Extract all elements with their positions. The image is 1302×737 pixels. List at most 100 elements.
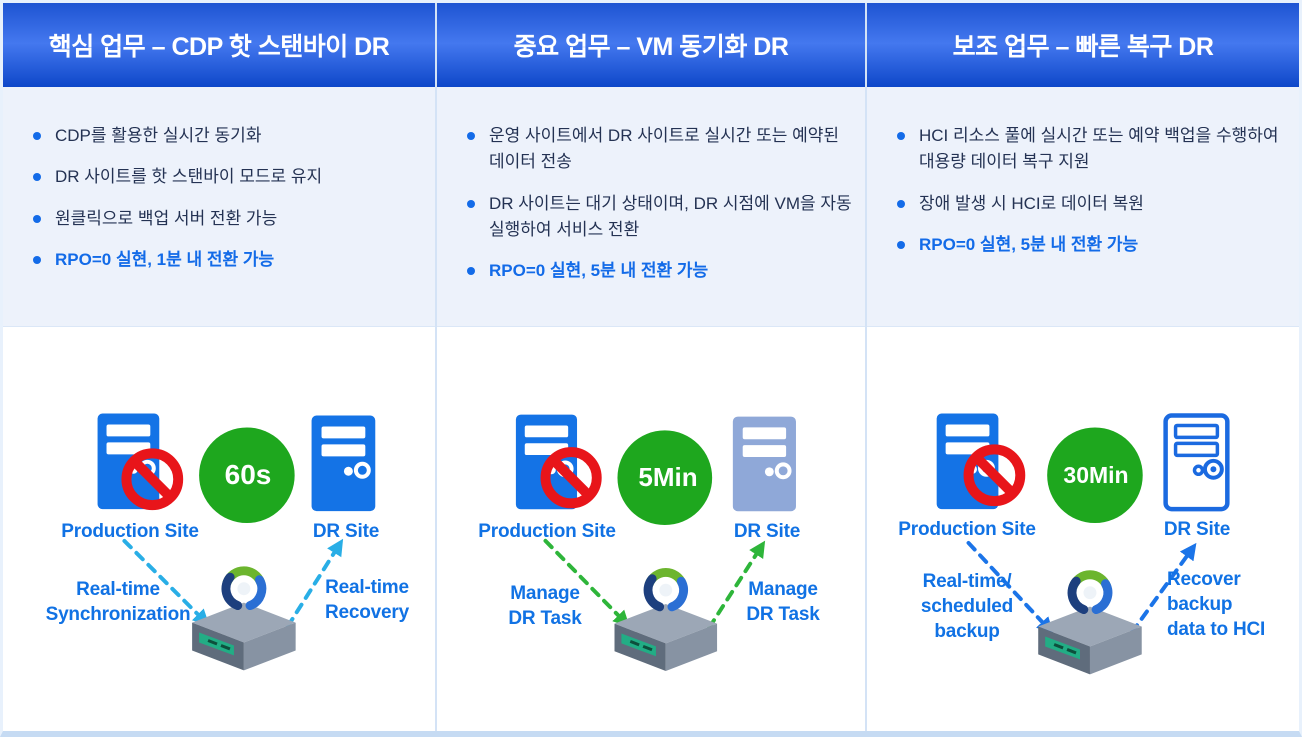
bullet-text: HCI 리소스 풀에 실시간 또는 예약 백업을 수행하여 대용량 데이터 복구… — [919, 126, 1279, 172]
bullet-dot-icon — [33, 132, 41, 140]
bullet-text: CDP를 활용한 실시간 동기화 — [55, 126, 262, 145]
bullet-dot-icon — [897, 241, 905, 250]
column-header-title: 보조 업무 – 빠른 복구 DR — [952, 33, 1214, 61]
column-header-title: 중요 업무 – VM 동기화 DR — [513, 33, 789, 61]
diagram-scene — [97, 413, 376, 671]
label-line: DR Task — [746, 604, 820, 626]
rto-badge-circle — [1047, 427, 1143, 524]
bullet-list: 운영 사이트에서 DR 사이트로 실시간 또는 예약된 데이터 전송 DR 사이… — [437, 87, 865, 327]
rto-badge-circle — [617, 430, 713, 526]
bullet-dot-icon — [33, 256, 41, 265]
rto-badge-text: 5Min — [638, 461, 698, 492]
bullet-text: DR 사이트는 대기 상태이며, DR 시점에 VM을 자동 실행하여 서비스 … — [489, 193, 852, 240]
left-dashed-arrow — [543, 538, 630, 628]
production-site-label: Production Site — [898, 519, 1036, 540]
label-line: backup — [1167, 594, 1233, 616]
bullet-item-highlight: RPO=0 실현, 1분 내 전환 가능 — [31, 247, 425, 273]
bullet-item: DR 사이트를 핫 스탠바이 모드로 유지 — [31, 164, 425, 190]
label-line: backup — [934, 621, 1000, 643]
dr-site-label: DR Site — [733, 521, 801, 542]
column-header-title: 핵심 업무 – CDP 핫 스탠바이 DR — [48, 33, 390, 61]
bullet-item: 원클릭으로 백업 서버 전환 가능 — [31, 206, 425, 232]
left-arrow-label: Real-time/ scheduled backup — [867, 569, 1067, 644]
right-dashed-arrow — [285, 538, 344, 629]
ban-icon — [540, 447, 602, 509]
bullet-list: CDP를 활용한 실시간 동기화 DR 사이트를 핫 스탠바이 모드로 유지 원… — [3, 87, 435, 327]
rto-badge-text: 60s — [224, 459, 272, 490]
diagram-area: 60s Production Site DR Site Real-time Sy… — [3, 327, 435, 731]
rto-badge-text: 30Min — [1063, 461, 1129, 488]
dr-server-icon — [311, 415, 376, 512]
bullet-dot-icon — [33, 214, 41, 223]
left-arrow-label: Real-time Synchronization — [8, 577, 228, 627]
bullet-dot-icon — [897, 132, 905, 140]
bullet-text: 장애 발생 시 HCI로 데이터 복원 — [919, 193, 1144, 213]
production-site-label: Production Site — [61, 521, 199, 542]
bullet-dot-icon — [467, 199, 475, 208]
right-arrow-label: Real-time Recovery — [287, 575, 435, 625]
label-line: Real-time — [76, 579, 160, 600]
column-fast-recovery: 보조 업무 – 빠른 복구 DR HCI 리소스 풀에 실시간 또는 예약 백업… — [867, 3, 1299, 731]
bullet-text: 원클릭으로 백업 서버 전환 가능 — [55, 208, 278, 228]
bullet-list: HCI 리소스 풀에 실시간 또는 예약 백업을 수행하여 대용량 데이터 복구… — [867, 87, 1299, 327]
column-header: 보조 업무 – 빠른 복구 DR — [867, 3, 1299, 87]
production-site-label: Production Site — [478, 521, 616, 542]
bullet-dot-icon — [467, 132, 475, 140]
right-arrow-label: Recover backup data to HCI — [1167, 567, 1299, 642]
right-arrow-label: Manage DR Task — [703, 577, 863, 627]
bullet-dot-icon — [897, 199, 905, 208]
bullet-item: HCI 리소스 풀에 실시간 또는 예약 백업을 수행하여 대용량 데이터 복구… — [895, 123, 1289, 176]
bullet-text: 운영 사이트에서 DR 사이트로 실시간 또는 예약된 데이터 전송 — [489, 126, 840, 172]
sync-logo-icon — [643, 568, 688, 612]
sync-logo-icon — [1067, 570, 1113, 615]
bullet-item-highlight: RPO=0 실현, 5분 내 전환 가능 — [895, 232, 1289, 258]
label-line: Real-time/ — [922, 571, 1012, 592]
label-line: DR Task — [508, 608, 582, 630]
left-arrow-label: Manage DR Task — [445, 581, 645, 631]
dr-server-icon — [1163, 413, 1230, 512]
bullet-dot-icon — [467, 267, 475, 276]
column-cdp-hot-standby: 핵심 업무 – CDP 핫 스탠바이 DR CDP를 활용한 실시간 동기화 D… — [3, 3, 435, 731]
bullet-item: DR 사이트는 대기 상태이며, DR 시점에 VM을 자동 실행하여 서비스 … — [465, 191, 855, 244]
diagram-area: 5Min Production Site DR Site Manage DR T… — [437, 327, 865, 731]
bullet-item: 장애 발생 시 HCI로 데이터 복원 — [895, 191, 1289, 217]
diagram-area: 30Min Production Site DR Site Real-time/… — [867, 327, 1299, 731]
bullet-item: CDP를 활용한 실시간 동기화 — [31, 123, 425, 149]
column-header: 중요 업무 – VM 동기화 DR — [437, 3, 865, 87]
left-dashed-arrow — [966, 540, 1054, 635]
rto-badge: 60s — [200, 427, 296, 523]
label-line: Recover — [1167, 569, 1241, 590]
label-line: Recovery — [325, 602, 409, 624]
diagram-scene — [515, 414, 796, 672]
bullet-dot-icon — [33, 173, 41, 182]
backup-appliance-icon — [192, 566, 296, 671]
left-dashed-arrow — [122, 538, 210, 627]
right-dashed-arrow — [1129, 542, 1197, 635]
rto-badge-circle — [199, 427, 295, 524]
bullet-text: RPO=0 실현, 1분 내 전환 가능 — [55, 250, 275, 270]
label-line: Real-time — [325, 577, 409, 598]
column-header: 핵심 업무 – CDP 핫 스탠바이 DR — [3, 3, 435, 87]
dr-server-icon — [732, 416, 796, 512]
right-dashed-arrow — [707, 540, 766, 630]
label-line: data to HCI — [1167, 619, 1266, 641]
label-line: scheduled — [920, 596, 1014, 618]
dr-site-label: DR Site — [312, 521, 380, 542]
label-line: Manage — [748, 579, 818, 600]
sync-logo-icon — [221, 566, 267, 611]
ban-icon — [121, 448, 184, 511]
column-vm-sync: 중요 업무 – VM 동기화 DR 운영 사이트에서 DR 사이트로 실시간 또… — [435, 3, 867, 731]
bullet-item-highlight: RPO=0 실현, 5분 내 전환 가능 — [465, 258, 855, 284]
bullet-text: RPO=0 실현, 5분 내 전환 가능 — [489, 261, 709, 281]
dr-site-label: DR Site — [1163, 519, 1231, 540]
bullet-item: 운영 사이트에서 DR 사이트로 실시간 또는 예약된 데이터 전송 — [465, 123, 855, 176]
backup-appliance-icon — [614, 568, 718, 672]
ban-icon — [963, 444, 1026, 507]
backup-appliance-icon — [1038, 570, 1142, 675]
bullet-text: DR 사이트를 핫 스탠바이 모드로 유지 — [55, 167, 323, 187]
label-line: Synchronization — [45, 604, 191, 626]
diagram-scene — [936, 413, 1230, 675]
bullet-text: RPO=0 실현, 5분 내 전환 가능 — [919, 235, 1139, 255]
rto-badge: 5Min — [620, 429, 716, 525]
